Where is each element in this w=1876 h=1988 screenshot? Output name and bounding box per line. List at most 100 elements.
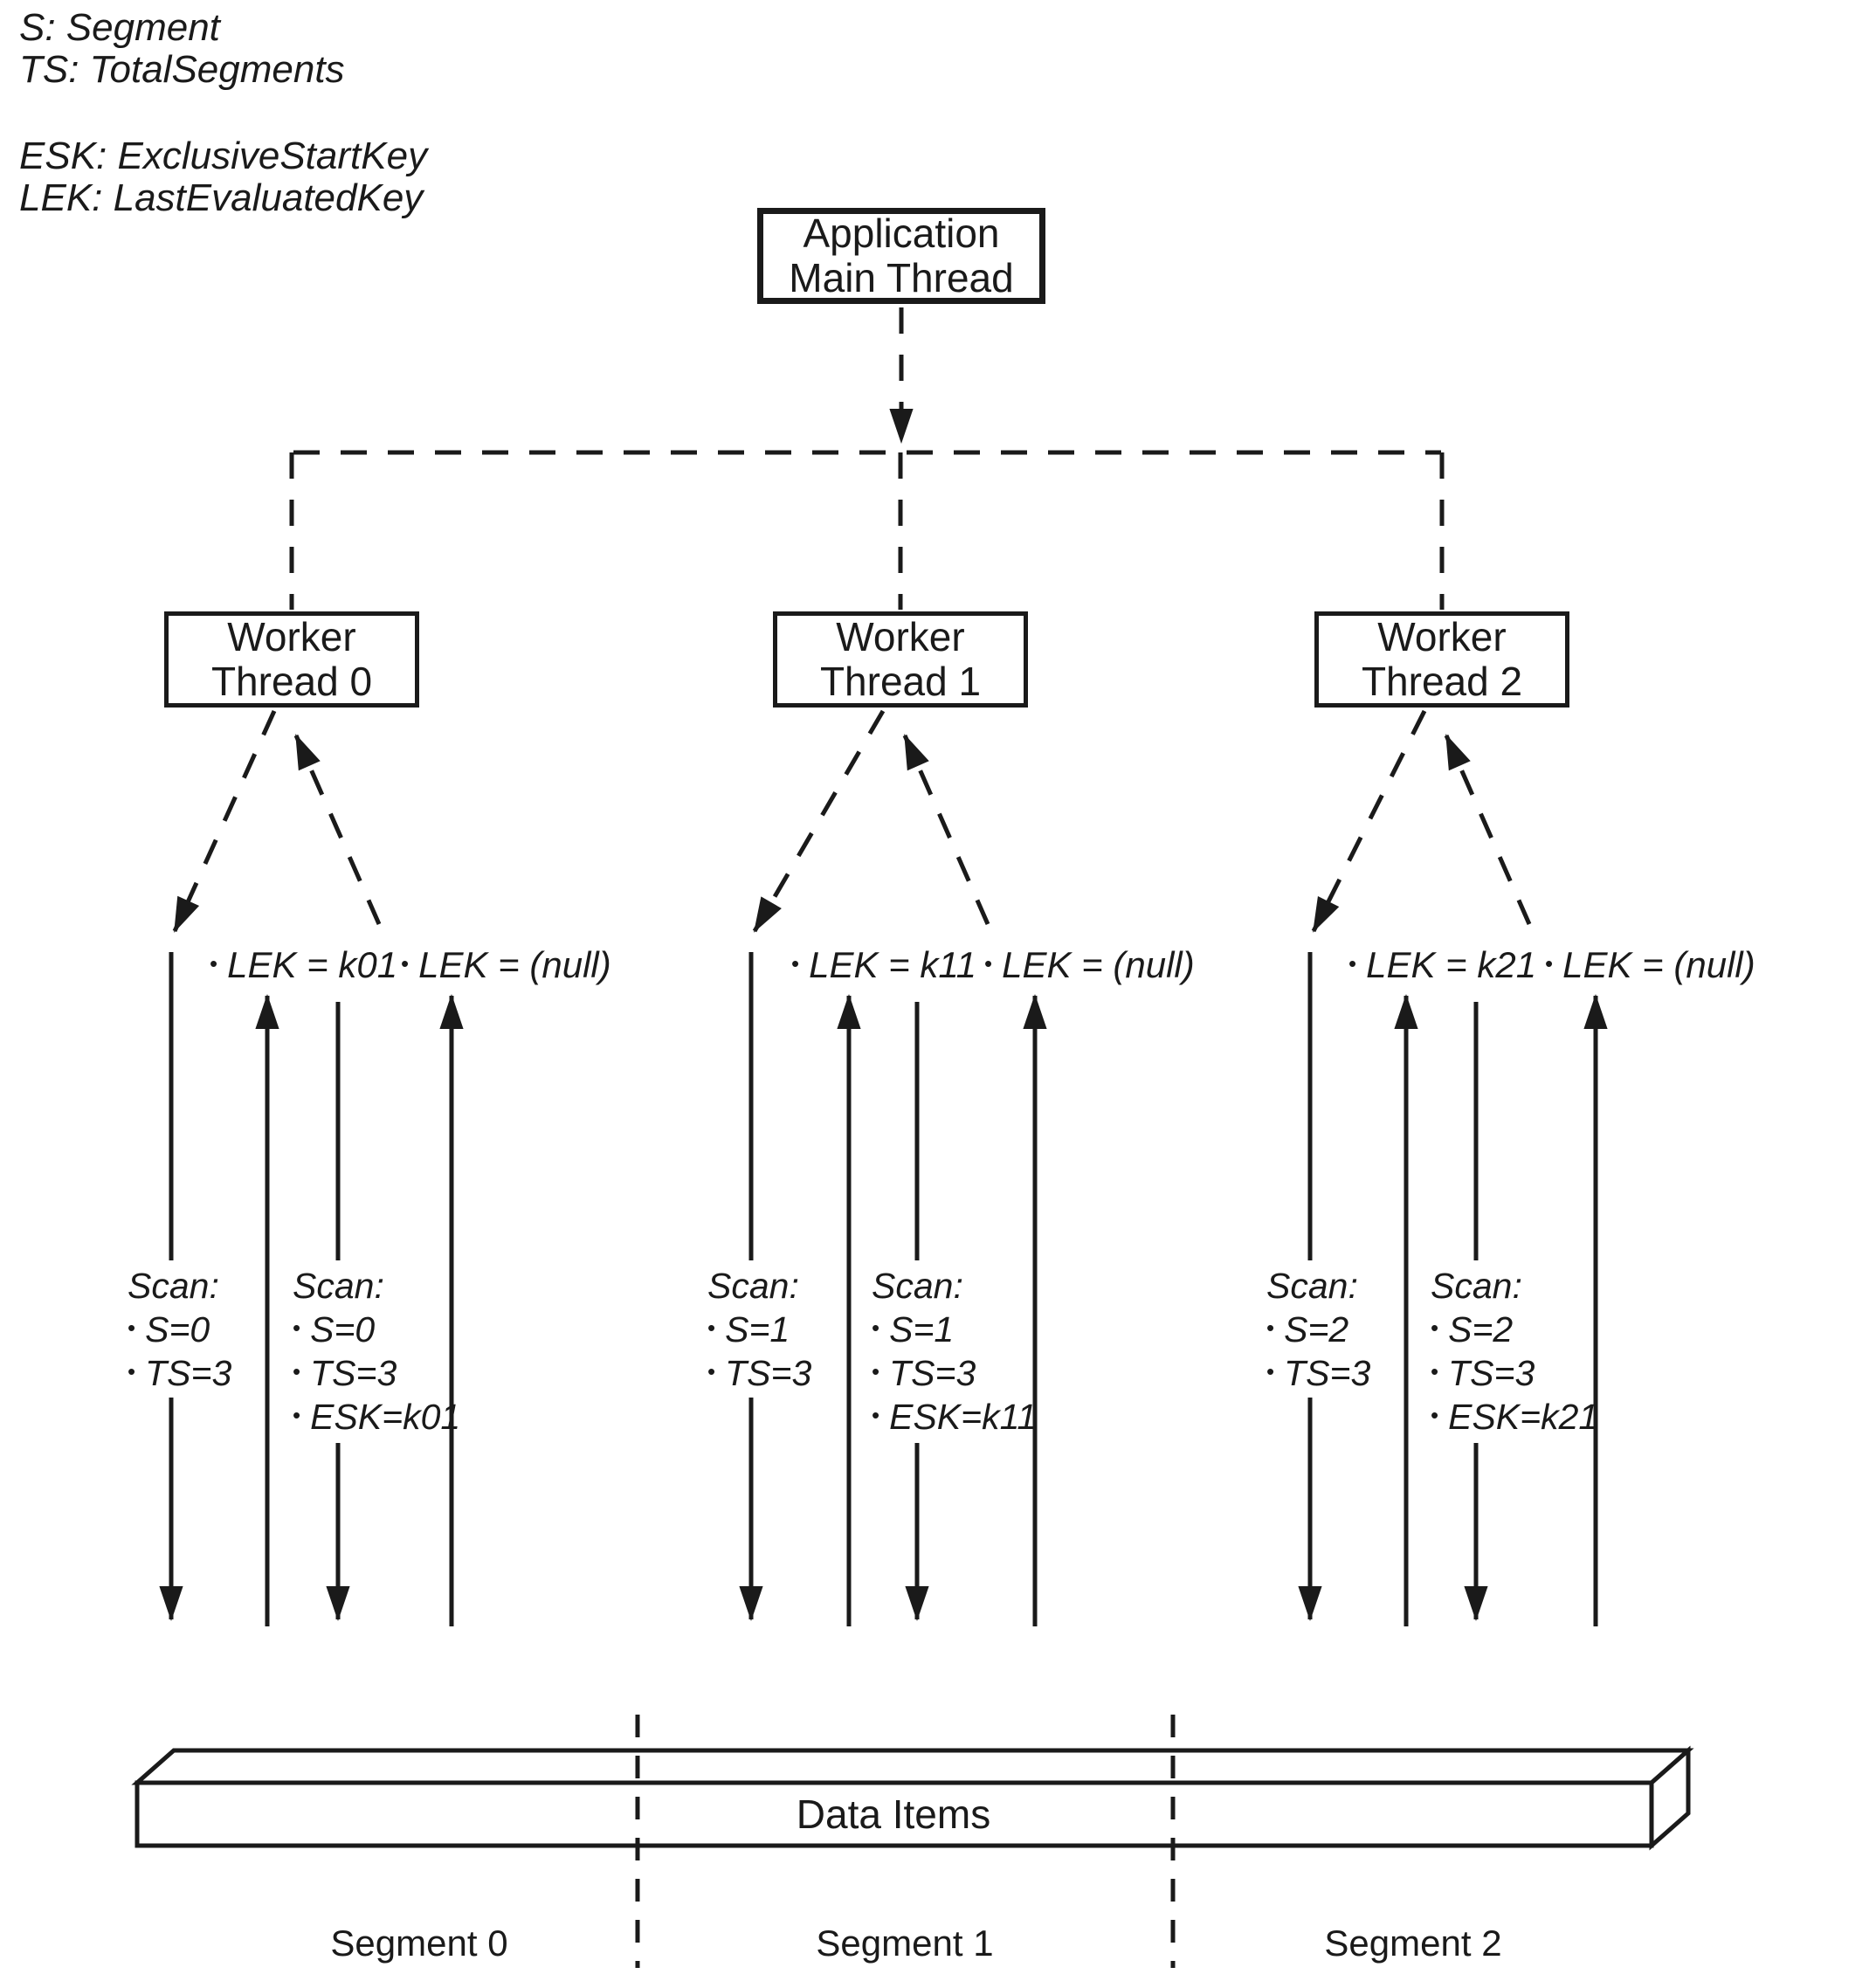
scan-parameter-text: ESK=k11 bbox=[889, 1397, 1038, 1437]
scan-parameter-text: S=1 bbox=[889, 1309, 955, 1349]
worker-box-label-line2: Thread 0 bbox=[210, 659, 373, 704]
scan-request-label: Scan: • S=2 • TS=3 • ESK=k21 bbox=[1431, 1265, 1598, 1438]
scan-title: Scan: bbox=[1266, 1266, 1358, 1306]
bullet-marker: • bbox=[872, 1315, 880, 1341]
segment-1-label: Segment 1 bbox=[816, 1922, 994, 1964]
scan-request-label: Scan: • S=2•TS=3 bbox=[1266, 1265, 1370, 1394]
bullet-marker: • bbox=[128, 1315, 136, 1341]
data-items-label: Data Items bbox=[796, 1791, 991, 1837]
bullet-marker: • bbox=[791, 950, 800, 977]
bullet-marker: • bbox=[293, 1315, 301, 1341]
worker-scan-response-dashed-arrow bbox=[1444, 734, 1532, 926]
worker-scan-response-dashed-arrow bbox=[902, 734, 990, 926]
lek-response-text: LEK = (null) bbox=[418, 944, 611, 985]
lek-response-text: LEK = k21 bbox=[1366, 944, 1537, 985]
bullet-marker: • bbox=[401, 950, 410, 977]
scan-request-label: Scan: • S=1 • TS=3•ESK=k11 bbox=[872, 1265, 1037, 1438]
segment-2-label: Segment 2 bbox=[1324, 1922, 1502, 1964]
lek-response-label: • LEK = k01 bbox=[210, 942, 397, 987]
bullet-marker: • bbox=[872, 1358, 880, 1384]
lek-response-label: •LEK = k21 bbox=[1348, 942, 1536, 987]
bullet-marker: • bbox=[1431, 1358, 1439, 1384]
scan-parameter-text: S=1 bbox=[725, 1309, 790, 1349]
lek-response-text: LEK = (null) bbox=[1562, 944, 1755, 985]
scan-parameter-item: •TS=3 bbox=[707, 1350, 811, 1394]
bullet-marker: • bbox=[1431, 1402, 1439, 1428]
scan-parameter-text: TS=3 bbox=[725, 1353, 812, 1393]
scan-parameter-item: • ESK=k21 bbox=[1431, 1394, 1598, 1438]
scan-parameter-text: S=0 bbox=[310, 1309, 376, 1349]
scan-parameter-item: • TS=3 bbox=[1431, 1350, 1598, 1394]
bullet-marker: • bbox=[1266, 1315, 1275, 1341]
data-items-bar-top-face bbox=[131, 1748, 1694, 1785]
lek-response-text: LEK = (null) bbox=[1002, 944, 1195, 985]
scan-parameter-text: ESK=k21 bbox=[1448, 1397, 1599, 1437]
worker-scan-dispatch-dashed-arrow bbox=[172, 709, 277, 933]
scan-parameter-item: • TS=3 bbox=[293, 1350, 460, 1394]
legend-line-exclusive-start-key: ESK: ExclusiveStartKey bbox=[19, 135, 428, 177]
legend-line-segment: S: Segment bbox=[19, 6, 220, 49]
scan-parameter-item: • S=0 bbox=[128, 1307, 231, 1350]
worker-box-label-line2: Thread 2 bbox=[1361, 659, 1523, 704]
scan-parameter-text: ESK=k01 bbox=[310, 1397, 461, 1437]
scan-parameter-item: • ESK=k01 bbox=[293, 1394, 460, 1438]
data-items-bar-front-face bbox=[134, 1780, 1654, 1848]
scan-parameter-text: S=2 bbox=[1284, 1309, 1349, 1349]
scan-title: Scan: bbox=[707, 1266, 799, 1306]
scan-title: Scan: bbox=[872, 1266, 963, 1306]
worker-box-label-line1: Worker bbox=[836, 614, 965, 659]
worker-scan-dispatch-dashed-arrow bbox=[1311, 709, 1427, 933]
bullet-marker: • bbox=[1431, 1315, 1439, 1341]
scan-title: Scan: bbox=[128, 1266, 219, 1306]
lek-response-label: • LEK = (null) bbox=[1545, 942, 1755, 987]
scan-parameter-text: S=0 bbox=[145, 1309, 210, 1349]
scan-parameter-item: •ESK=k11 bbox=[872, 1394, 1037, 1438]
worker-box-label-line1: Worker bbox=[227, 614, 356, 659]
lek-response-label: • LEK = k11 bbox=[791, 942, 976, 987]
lek-response-text: LEK = k01 bbox=[227, 944, 398, 985]
scan-request-label: Scan: • S=0 • TS=3 bbox=[128, 1265, 231, 1394]
app-box-label-line1: Application bbox=[803, 211, 1000, 256]
scan-parameter-text: TS=3 bbox=[145, 1353, 232, 1393]
lek-response-label: • LEK = (null) bbox=[401, 942, 611, 987]
worker-scan-dispatch-dashed-arrow bbox=[752, 709, 886, 933]
scan-request-label: Scan: • S=0 • TS=3 • ESK=k01 bbox=[293, 1265, 460, 1438]
legend-line-total-segments: TS: TotalSegments bbox=[19, 48, 345, 91]
bullet-marker: • bbox=[293, 1358, 301, 1384]
scan-parameter-item: • S=1 bbox=[707, 1307, 811, 1350]
scan-parameter-text: TS=3 bbox=[310, 1353, 397, 1393]
scan-parameter-item: • S=2 bbox=[1266, 1307, 1370, 1350]
bullet-marker: • bbox=[293, 1402, 301, 1428]
worker-box-label-line1: Worker bbox=[1377, 614, 1507, 659]
lek-response-label: • LEK = (null) bbox=[984, 942, 1195, 987]
scan-parameter-text: TS=3 bbox=[1448, 1353, 1535, 1393]
data-items-bar bbox=[131, 1745, 1694, 1851]
worker-scan-response-dashed-arrow bbox=[293, 734, 382, 926]
scan-parameter-item: • TS=3 bbox=[872, 1350, 1037, 1394]
bullet-marker: • bbox=[984, 950, 993, 977]
worker-box-label-line2: Thread 1 bbox=[819, 659, 982, 704]
scan-parameter-text: S=2 bbox=[1448, 1309, 1514, 1349]
scan-parameter-item: • S=2 bbox=[1431, 1307, 1598, 1350]
scan-parameter-item: •TS=3 bbox=[1266, 1350, 1370, 1394]
scan-title: Scan: bbox=[1431, 1266, 1522, 1306]
bullet-marker: • bbox=[128, 1358, 136, 1384]
app-box-label-line2: Main Thread bbox=[789, 255, 1014, 300]
bullet-marker: • bbox=[210, 950, 218, 977]
bullet-marker: • bbox=[1545, 950, 1554, 977]
scan-title: Scan: bbox=[293, 1266, 384, 1306]
scan-request-label: Scan: • S=1•TS=3 bbox=[707, 1265, 811, 1394]
scan-parameter-text: TS=3 bbox=[889, 1353, 976, 1393]
lek-response-text: LEK = k11 bbox=[809, 944, 976, 985]
segment-0-label: Segment 0 bbox=[330, 1922, 508, 1964]
scan-parameter-item: • TS=3 bbox=[128, 1350, 231, 1394]
bullet-marker: • bbox=[707, 1315, 716, 1341]
application-main-thread-box: Application Main Thread bbox=[757, 208, 1045, 304]
legend-line-last-evaluated-key: LEK: LastEvaluatedKey bbox=[19, 176, 424, 219]
scan-parameter-item: • S=0 bbox=[293, 1307, 460, 1350]
